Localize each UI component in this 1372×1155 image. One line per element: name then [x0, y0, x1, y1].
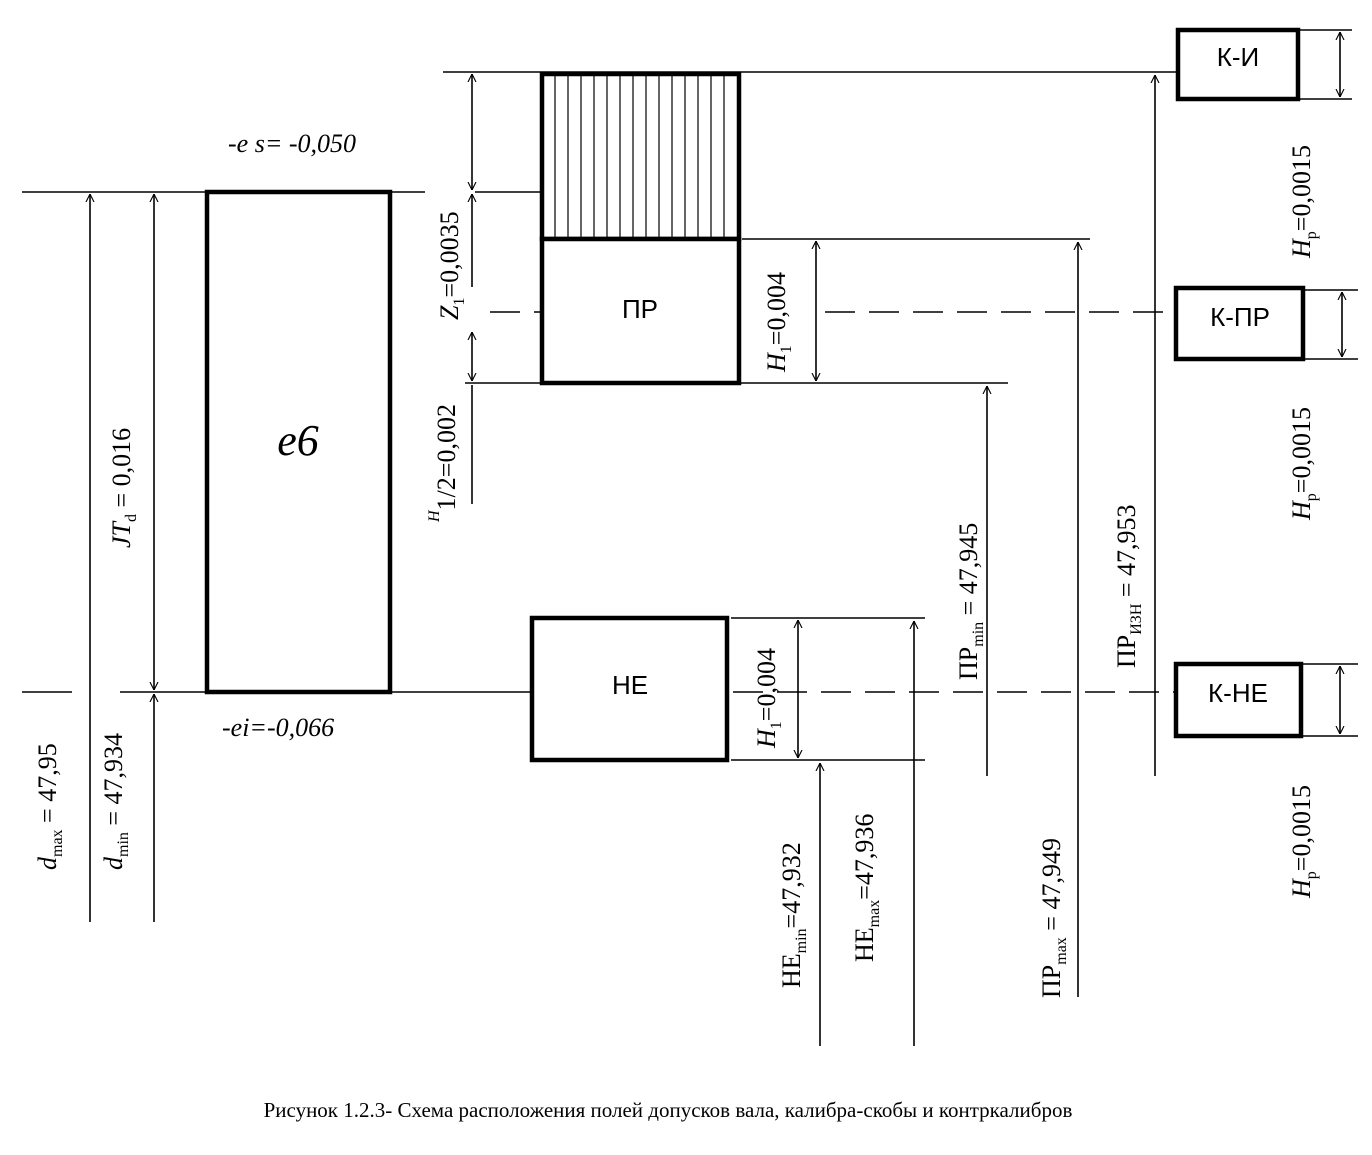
pr-max-label: ПРmax = 47,949	[1037, 838, 1070, 998]
pr-izn-label: ПРИЗН = 47,953	[1112, 504, 1145, 668]
dmin-label: dmin = 47,934	[99, 733, 132, 870]
z1-label: Z1=0,0035	[435, 211, 468, 320]
ne-max-label: НЕmax=47,936	[850, 814, 883, 962]
ne-gauge-box	[529, 615, 730, 763]
figure-caption: Рисунок 1.2.3- Схема расположения полей …	[264, 1098, 1073, 1122]
hp3-label: Hр=0,0015	[1287, 785, 1320, 899]
kne-box	[1173, 661, 1304, 739]
kpr-box	[1173, 285, 1306, 362]
ne-min-label: НЕmin=47,932	[777, 842, 810, 988]
field-name: е6	[277, 416, 319, 465]
pr-gauge-box	[539, 236, 742, 386]
jtd-label: JTd = 0,016	[107, 428, 140, 548]
h1-ne-label: H1=0,004	[752, 648, 785, 749]
pr-wear-hatch	[554, 74, 725, 238]
ne-label: НЕ	[612, 670, 648, 700]
h12-label: H1/2=0,002	[426, 404, 461, 523]
h1-pr-label: H1=0,004	[762, 272, 795, 373]
ki-box	[1175, 27, 1301, 102]
ki-label: К-И	[1217, 42, 1260, 72]
shaft-tolerance-box	[204, 189, 393, 695]
dmax-label: dmax = 47,95	[33, 743, 66, 870]
hp2-label: Hр=0,0015	[1287, 407, 1320, 521]
kne-label: К-НЕ	[1208, 678, 1268, 708]
kpr-label: К-ПР	[1210, 302, 1270, 332]
pr-wear-zone-box	[539, 71, 742, 242]
ei-label: -ei=-0,066	[222, 713, 334, 742]
pr-min-label: ПРmin = 47,945	[954, 523, 987, 680]
hp1-label: Hр=0,0015	[1287, 145, 1320, 259]
es-label: -e s= -0,050	[228, 129, 356, 158]
pr-label: ПР	[622, 294, 658, 324]
